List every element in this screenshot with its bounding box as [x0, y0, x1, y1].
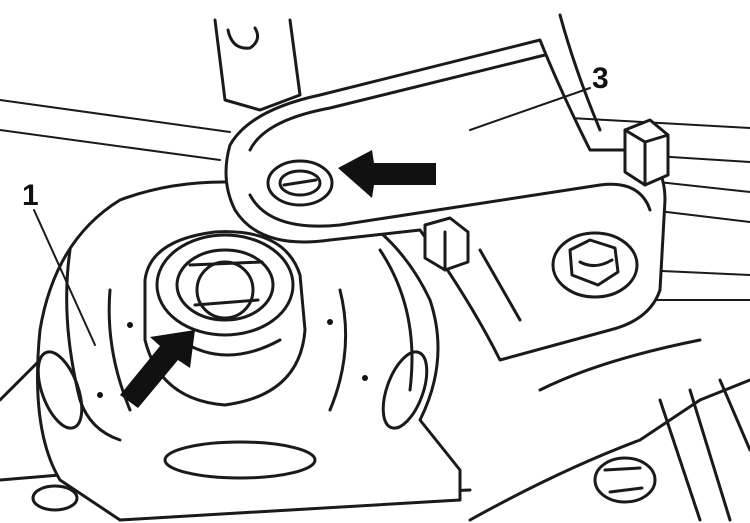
bolt-middle [551, 231, 639, 299]
bolt-lower-right [593, 456, 657, 504]
bracket-arm [224, 38, 667, 362]
bolt-left [423, 216, 470, 272]
callout-1: 1 [22, 179, 39, 212]
centre-bushing [143, 230, 307, 407]
arrow-icon [120, 330, 195, 408]
arrow-icon [338, 150, 436, 198]
bolt-upper-right [623, 118, 670, 187]
callout-3: 3 [592, 62, 609, 95]
leader-lines [33, 87, 591, 346]
